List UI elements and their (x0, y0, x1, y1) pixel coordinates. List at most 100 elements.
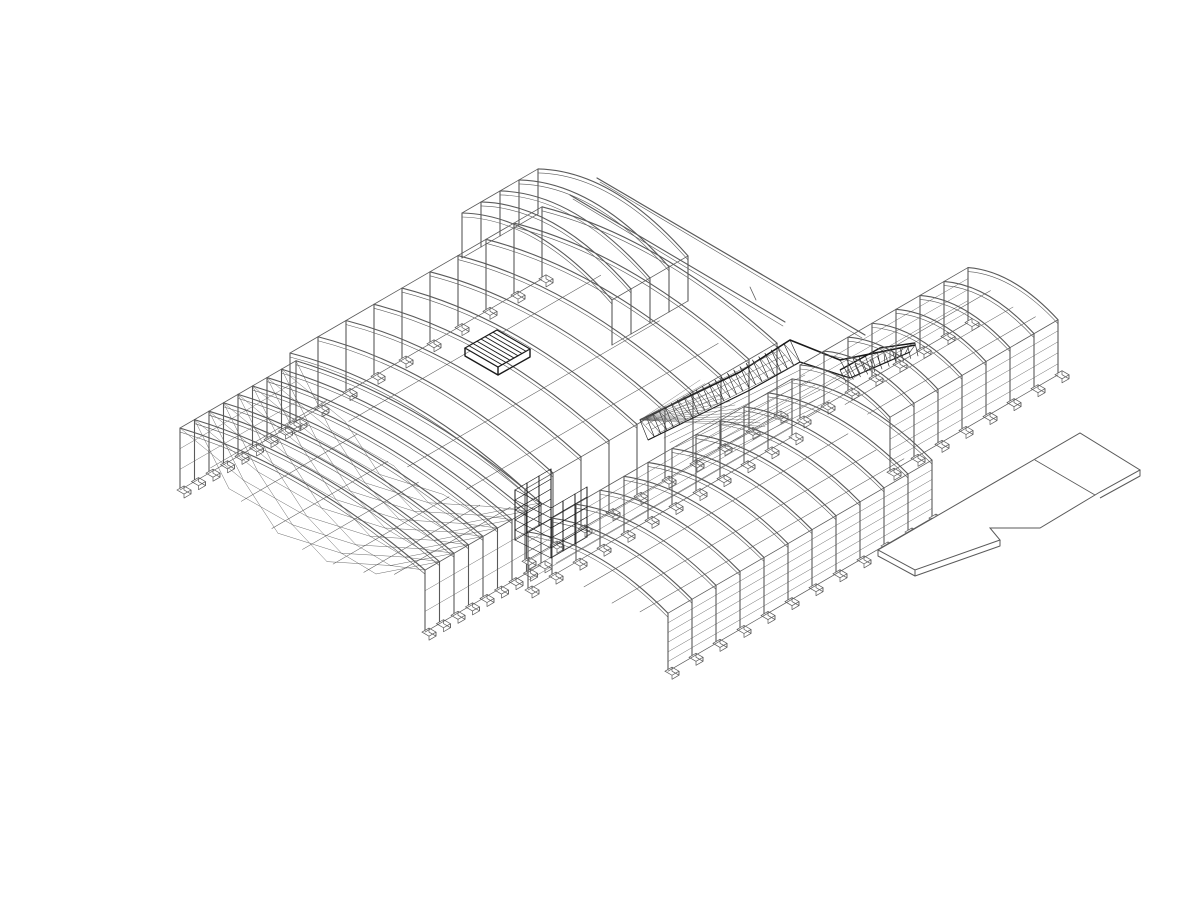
north-arch-rafter (537, 168, 689, 257)
north-arch-frames (461, 168, 689, 346)
truss-roof-line (669, 374, 806, 443)
scaffold-ledger (514, 518, 552, 541)
central-hall-rafter-chord (401, 291, 638, 429)
slab-top (876, 432, 1141, 571)
central-hall-base-beam (289, 278, 543, 426)
truss-roof-ray (639, 383, 706, 421)
scaffold-transom (514, 519, 552, 539)
east-hall-base-beam (799, 322, 969, 421)
west-hall-roof-brace (477, 514, 513, 520)
east-hall-rafter (943, 280, 1035, 335)
slab-edge-right (1099, 470, 1141, 499)
west-hall-rafter-chord (208, 414, 455, 558)
truss-web (883, 350, 886, 364)
south-hall-rafter (599, 489, 741, 572)
roof-unit-side (464, 348, 499, 376)
west-hall-roof-brace (404, 556, 440, 562)
truss-web (702, 386, 712, 408)
truss-roof-ray (639, 419, 756, 421)
central-hall-purlin (465, 343, 719, 490)
east-hall-purlin (844, 306, 1014, 405)
south-hall-rafter-chord (623, 480, 765, 562)
edge-beam-upper-chord (599, 181, 863, 339)
west-hall-roof-brace (350, 490, 386, 529)
truss-roof-line (699, 399, 831, 466)
truss-web (745, 363, 756, 386)
east-hall-girt (799, 311, 969, 410)
east-hall-rafter-chord (943, 285, 1035, 338)
scaffold-ledger (514, 478, 552, 501)
south-hall-rafter-chord (791, 382, 933, 465)
south-hall-rafter-chord (527, 535, 669, 618)
west-hall-roof-brace (491, 506, 527, 512)
east-hall-girt (889, 341, 1059, 440)
floor-slab-outline (876, 432, 1141, 577)
south-hall-girt (667, 508, 933, 662)
truss-roof-line (663, 369, 801, 439)
cross-truss-bridge (639, 339, 919, 466)
south-hall-rafter (695, 434, 837, 517)
west-hall-rafter (281, 368, 527, 512)
truss-diagonal (639, 419, 655, 437)
truss-diagonal (777, 346, 794, 366)
south-hall-frames (524, 378, 944, 680)
truss-web (677, 399, 687, 421)
south-hall-rafter-chord (575, 507, 717, 590)
edge-beam-lower (569, 194, 786, 323)
truss-diagonal (771, 349, 788, 369)
north-arch-eave-beam (461, 168, 539, 214)
west-hall-roof-brace (393, 465, 429, 503)
truss-web (727, 373, 737, 395)
west-hall-roof-brace (399, 519, 435, 541)
scaffold-ledger (514, 508, 552, 531)
west-hall-rafter (194, 419, 440, 563)
scaffold-tower (514, 468, 588, 559)
west-hall-roof-brace (194, 419, 230, 489)
south-hall-rafter-chord (719, 424, 861, 507)
east-hall-purlin (867, 316, 1036, 415)
west-hall-roof-brace (286, 454, 322, 509)
south-hall-girt (667, 498, 933, 653)
roof-unit-rib (492, 331, 527, 352)
scaffold-ledger (514, 498, 552, 521)
scaffold-ledger (550, 486, 588, 509)
central-hall-pier-side2 (545, 274, 554, 284)
east-hall-girt (889, 363, 1059, 462)
truss-web (652, 413, 661, 434)
truss-diagonal (783, 343, 801, 363)
north-arch-base-beam (461, 213, 539, 259)
east-hall-base-beam (889, 374, 1059, 473)
west-hall-roof-brace (223, 402, 259, 473)
north-arch-rafter (461, 212, 613, 301)
south-hall-base-beam (527, 436, 793, 591)
west-hall-roof-brace (252, 385, 288, 456)
truss-diagonal (689, 393, 706, 411)
scaffold-ledger (514, 468, 552, 491)
west-hall-rafter-chord (179, 431, 426, 575)
south-hall-rafter (575, 503, 717, 586)
west-hall-roof-brace (379, 474, 415, 512)
truss-web (758, 356, 769, 379)
west-hall-roof-brace (390, 565, 426, 571)
truss-web (658, 409, 668, 431)
east-hall-rafter-chord (967, 271, 1059, 324)
truss-diagonal (658, 409, 674, 428)
central-hall-rafter-chord (429, 275, 666, 413)
west-hall-purlin (394, 506, 511, 575)
north-arch-rafter-chord (480, 205, 632, 294)
west-hall-rafter-chord (223, 406, 469, 550)
west-hall-roof-brace (292, 524, 328, 562)
central-hall-rafter (345, 319, 582, 458)
walkway-web (862, 361, 868, 375)
west-hall-roof-brace (462, 523, 498, 529)
north-edge-beams (569, 177, 866, 339)
west-hall-purlin (271, 460, 389, 529)
truss-web (789, 339, 801, 363)
walkway-web (914, 342, 919, 357)
walkway-web (884, 353, 890, 367)
west-hall-rafter-chord (281, 372, 527, 516)
east-hall-rafter-chord (919, 299, 1011, 352)
east-hall-girt (799, 278, 969, 377)
central-hall-rafter-chord (513, 226, 750, 364)
